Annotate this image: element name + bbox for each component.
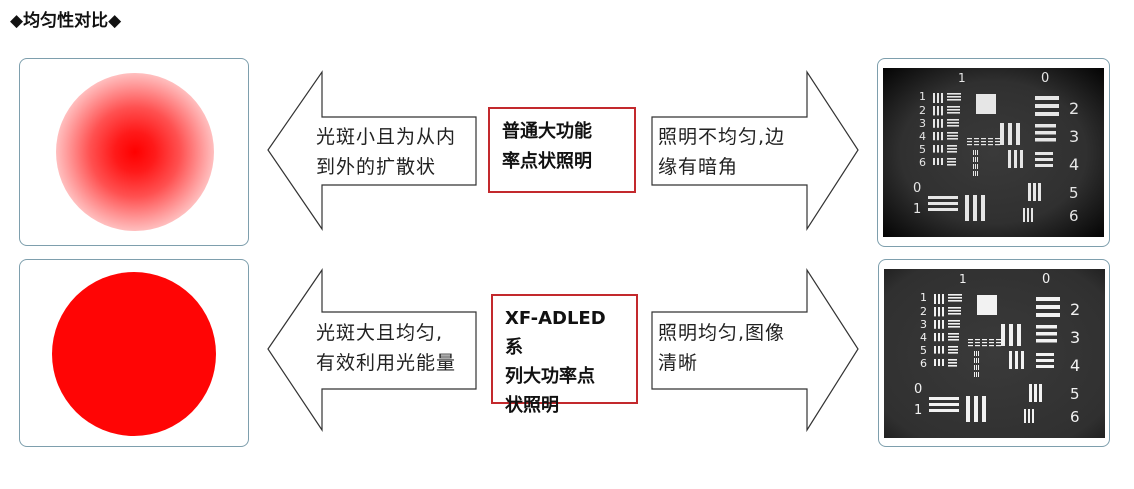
row2-label-line3: 状照明 (505, 395, 559, 416)
row2-left-text: 光斑大且均匀, 有效利用光能量 (316, 318, 456, 378)
svg-text:6: 6 (919, 156, 926, 169)
row2-left-line2: 有效利用光能量 (316, 352, 457, 374)
left-arrow-row2 (267, 268, 477, 432)
svg-text:6: 6 (1069, 207, 1079, 225)
uniform-light-spot (52, 272, 216, 436)
row1-right-text: 照明不均匀,边 缘有暗角 (658, 122, 785, 182)
svg-text:3: 3 (1070, 328, 1080, 347)
right-arrow-row2 (651, 267, 859, 433)
diffuse-light-spot (56, 73, 214, 231)
svg-text:5: 5 (1069, 184, 1079, 202)
row1-right-line1: 照明不均匀,边 (658, 126, 786, 148)
row2-label-box: XF-ADLED 系 列大功率点 状照明 (491, 294, 638, 416)
row2-label-line1: XF-ADLED 系 (505, 308, 606, 358)
svg-text:0: 0 (913, 181, 921, 196)
svg-text:0: 0 (1042, 272, 1050, 287)
right-arrow-row1 (651, 69, 859, 232)
svg-text:2: 2 (920, 305, 927, 318)
svg-text:4: 4 (1070, 356, 1080, 375)
svg-text:1: 1 (958, 71, 966, 85)
svg-text:1: 1 (920, 291, 927, 304)
svg-text:2: 2 (919, 104, 926, 117)
svg-text:3: 3 (920, 318, 927, 331)
svg-text:0: 0 (1041, 71, 1049, 86)
row2-right-text: 照明均匀,图像 清晰 (658, 318, 785, 378)
row2-left-line1: 光斑大且均匀, (316, 322, 444, 344)
svg-text:2: 2 (1070, 300, 1080, 319)
row2-label-line2: 列大功率点 (505, 366, 595, 387)
svg-text:4: 4 (919, 130, 926, 143)
row1-left-line1: 光斑小且为从内 (316, 126, 457, 148)
svg-text:4: 4 (920, 331, 927, 344)
left-arrow-row1 (267, 70, 477, 231)
row1-right-line2: 缘有暗角 (658, 156, 739, 178)
row2-right-line1: 照明均匀,图像 (658, 322, 786, 344)
row1-left-line2: 到外的扩散状 (316, 156, 437, 178)
svg-text:1: 1 (913, 202, 921, 217)
diffuse-spot-panel (19, 58, 249, 246)
svg-text:6: 6 (920, 357, 927, 370)
svg-text:1: 1 (959, 272, 967, 286)
row1-label-line1: 普通大功能 (502, 121, 592, 142)
uniform-spot-panel (19, 259, 249, 447)
page-title: ◆均匀性对比◆ (10, 11, 122, 31)
svg-text:3: 3 (919, 117, 926, 130)
svg-text:6: 6 (1070, 408, 1080, 426)
svg-text:3: 3 (1069, 127, 1079, 146)
svg-text:5: 5 (919, 143, 926, 156)
row1-label-box: 普通大功能 率点状照明 (488, 107, 636, 193)
svg-text:5: 5 (920, 344, 927, 357)
svg-text:1: 1 (914, 403, 922, 418)
row2-right-line2: 清晰 (658, 352, 699, 374)
svg-text:0: 0 (914, 382, 922, 397)
row1-label-line2: 率点状照明 (502, 151, 592, 172)
svg-text:1: 1 (919, 90, 926, 103)
svg-text:2: 2 (1069, 99, 1079, 118)
row1-left-text: 光斑小且为从内 到外的扩散状 (316, 122, 456, 182)
svg-text:4: 4 (1069, 155, 1079, 174)
svg-text:5: 5 (1070, 385, 1080, 403)
